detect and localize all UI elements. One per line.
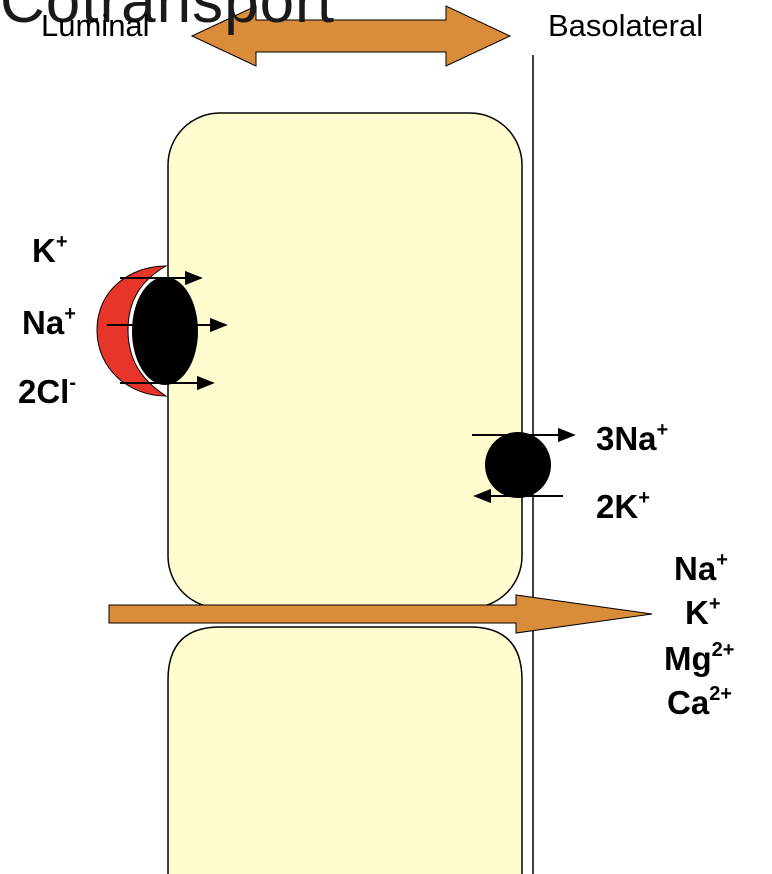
ion-label-k: K+: [32, 231, 68, 269]
ion-label-na: Na+: [22, 303, 76, 341]
ion-label-3na: 3Na+: [596, 419, 669, 457]
luminal-label: Luminal: [41, 8, 150, 43]
paracellular-arrow: [108, 594, 653, 634]
ion-label-para-na: Na+: [674, 549, 728, 587]
epithelial-cell-lower: [167, 626, 523, 874]
epithelial-cell-upper: [167, 112, 523, 609]
ion-label-para-ca: Ca2+: [667, 683, 732, 721]
transport-direction-double-arrow: [190, 5, 512, 67]
title-fragment: Cotransport: [0, 0, 335, 36]
ion-label-para-mg: Mg2+: [664, 639, 735, 677]
na-k-pump: [485, 432, 551, 498]
ion-label-para-k: K+: [685, 593, 721, 631]
basolateral-label: Basolateral: [548, 8, 704, 43]
ion-label-2k: 2K+: [596, 487, 650, 525]
ion-label-2cl: 2Cl-: [18, 372, 77, 410]
nkcc2-transporter-red: [96, 265, 168, 397]
nkcc2-transporter-black: [132, 277, 198, 385]
